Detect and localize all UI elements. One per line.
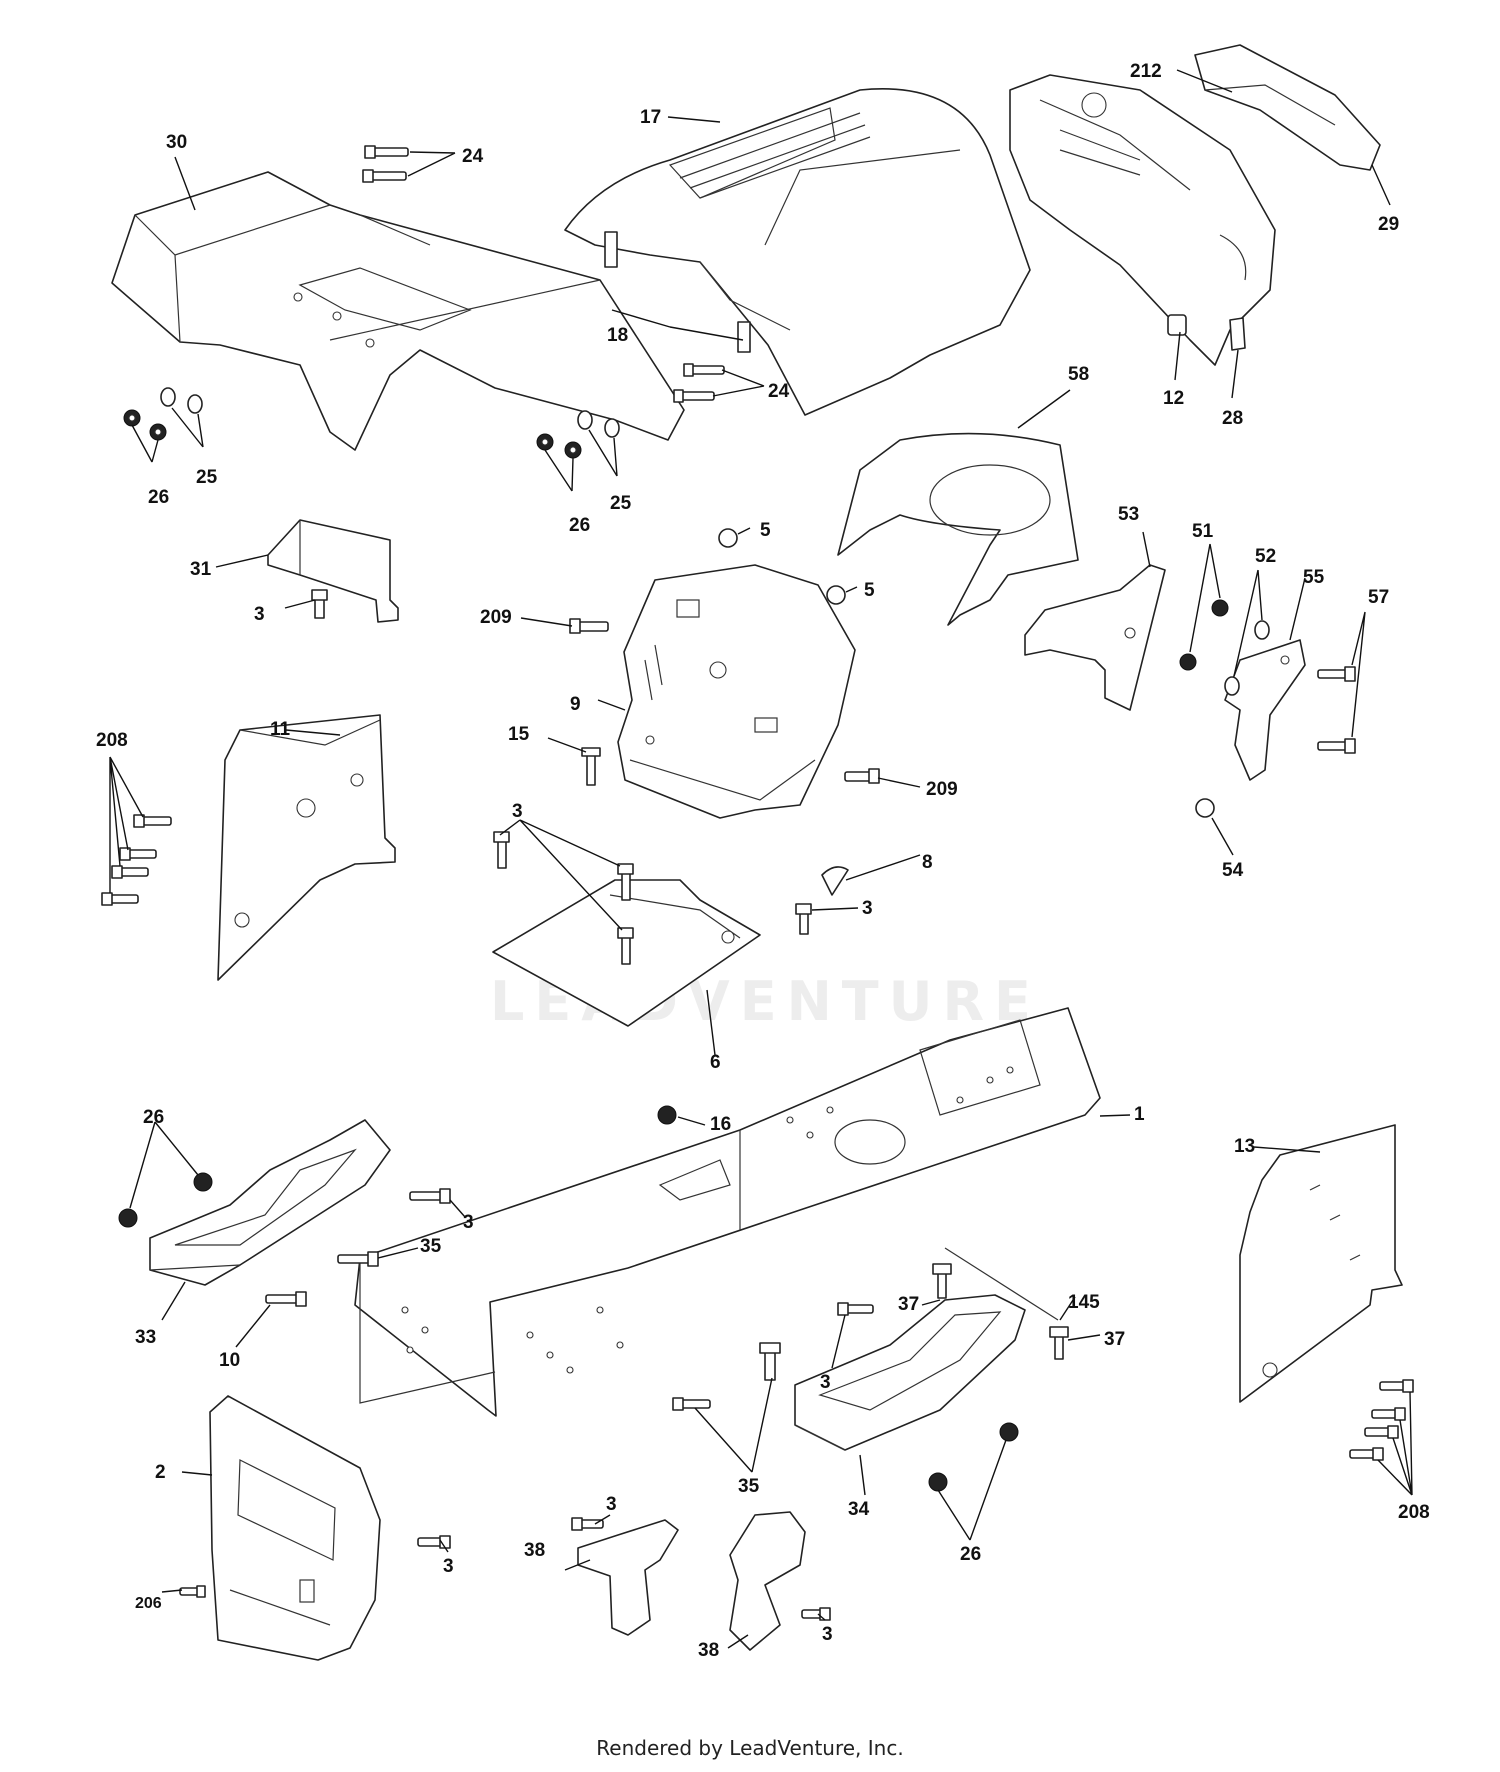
- callout-30: 30: [166, 132, 187, 153]
- callout-16: 16: [710, 1114, 731, 1135]
- callout-3: 3: [254, 604, 265, 625]
- callout-53: 53: [1118, 504, 1139, 525]
- callout-17: 17: [640, 107, 661, 128]
- callout-24: 24: [768, 381, 790, 402]
- callout-57: 57: [1368, 587, 1389, 608]
- callout-55: 55: [1303, 567, 1325, 588]
- part-11-side-panel: [217, 714, 396, 981]
- callout-212: 212: [1130, 61, 1162, 82]
- callout-11: 11: [270, 719, 291, 740]
- callout-35: 35: [420, 1236, 442, 1257]
- callout-24: 24: [462, 146, 484, 167]
- callout-38: 38: [698, 1640, 719, 1661]
- footer-credit: Rendered by LeadVenture, Inc.: [596, 1736, 904, 1760]
- callout-5: 5: [760, 520, 771, 541]
- part-31-bracket: [267, 519, 399, 623]
- callout-206: 206: [135, 1595, 162, 1612]
- callout-8: 8: [922, 852, 933, 873]
- callout-6: 6: [710, 1052, 721, 1073]
- callout-208: 208: [96, 730, 128, 751]
- callout-33: 33: [135, 1327, 156, 1348]
- callout-208: 208: [1398, 1502, 1430, 1523]
- callout-29: 29: [1378, 214, 1399, 235]
- part-33-footrest: [149, 1119, 391, 1286]
- part-30-fender: [111, 171, 685, 451]
- callout-145: 145: [1068, 1292, 1100, 1313]
- callout-3: 3: [862, 898, 873, 919]
- callout-9: 9: [570, 694, 581, 715]
- callout-34: 34: [848, 1499, 870, 1520]
- callout-1: 1: [1134, 1104, 1145, 1125]
- part-34-footrest: [794, 1294, 1026, 1451]
- callout-12: 12: [1163, 388, 1184, 409]
- callout-3: 3: [822, 1624, 833, 1645]
- part-55-bracket: [1224, 639, 1306, 781]
- callout-3: 3: [820, 1372, 831, 1393]
- callout-3: 3: [463, 1212, 474, 1233]
- callout-35: 35: [738, 1476, 760, 1497]
- part-9-console: [617, 564, 856, 819]
- part-38-bracket-right: [729, 1511, 806, 1651]
- callout-3: 3: [443, 1556, 454, 1577]
- callout-54: 54: [1222, 860, 1244, 881]
- callout-209: 209: [926, 779, 958, 800]
- callout-10: 10: [219, 1350, 240, 1371]
- part-58-dash-panel: [837, 432, 1079, 626]
- callout-26: 26: [960, 1544, 981, 1565]
- part-2-bracket: [209, 1395, 381, 1661]
- callout-18: 18: [607, 325, 628, 346]
- frame-holes: [401, 1066, 1014, 1374]
- callout-25: 25: [196, 467, 218, 488]
- callout-3: 3: [606, 1494, 617, 1515]
- callout-2: 2: [155, 1462, 166, 1483]
- callout-5: 5: [864, 580, 875, 601]
- callout-3: 3: [512, 801, 523, 822]
- callout-38: 38: [524, 1540, 545, 1561]
- callout-25: 25: [610, 493, 632, 514]
- callout-26: 26: [569, 515, 590, 536]
- part-13-side-panel: [1239, 1124, 1403, 1403]
- callout-15: 15: [508, 724, 530, 745]
- part-grille-assembly: [1009, 44, 1381, 366]
- part-38-bracket-left: [577, 1519, 679, 1636]
- callout-37: 37: [898, 1294, 919, 1315]
- hardware-fasteners: [101, 145, 1414, 1621]
- callout-26: 26: [148, 487, 169, 508]
- callout-58: 58: [1068, 364, 1089, 385]
- part-1-frame: [354, 1007, 1101, 1417]
- callout-51: 51: [1192, 521, 1214, 542]
- callout-26: 26: [143, 1107, 164, 1128]
- callout-numbers: 30 24 17 212 29 18 24 12 28 58 26 25 26 …: [96, 61, 1430, 1661]
- leader-lines: [109, 69, 1413, 1649]
- part-53-bracket: [1024, 564, 1166, 711]
- callout-31: 31: [190, 559, 212, 580]
- callout-13: 13: [1234, 1136, 1255, 1157]
- callout-28: 28: [1222, 408, 1243, 429]
- callout-52: 52: [1255, 546, 1276, 567]
- part-17-hood: [564, 88, 1031, 416]
- callout-37: 37: [1104, 1329, 1125, 1350]
- callout-209: 209: [480, 607, 512, 628]
